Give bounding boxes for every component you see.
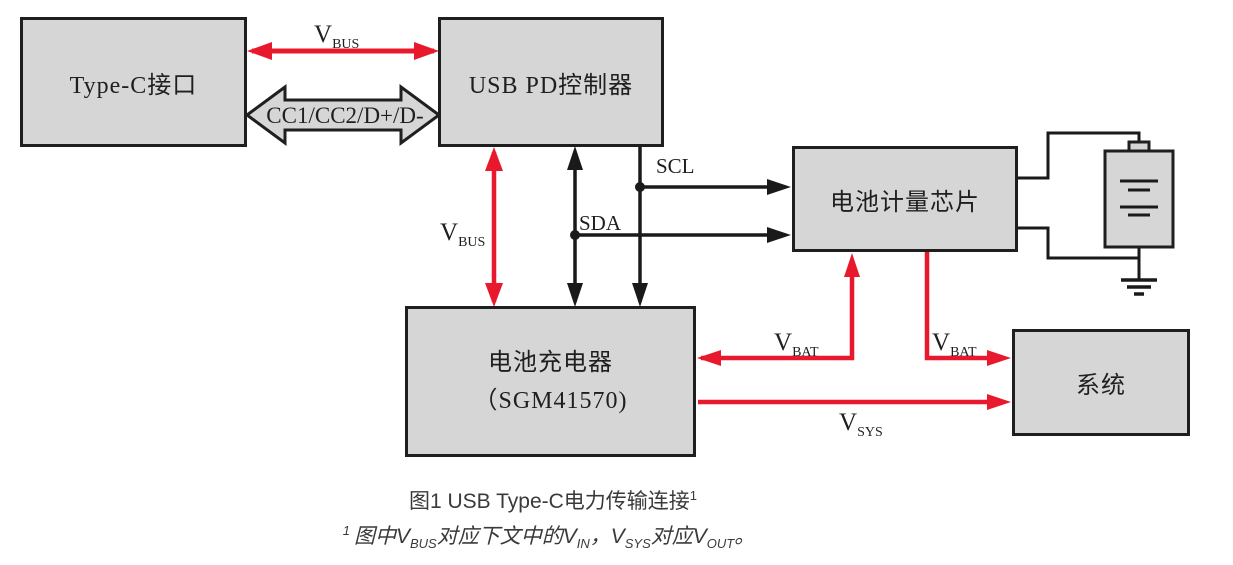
vbus-vertical-label: VBUS [440,219,486,250]
system-label: 系统 [1076,373,1126,399]
footnote-superscript: 1 [342,523,350,538]
sda-vertical-arrow [567,146,583,307]
scl-branch-line [635,179,791,195]
vbat-right-label: VBAT [932,329,977,360]
scl-label: SCL [656,154,695,178]
battery-charger-block: 电池充电器 （SGM41570) [405,306,696,457]
battery-charger-label-line2: （SGM41570) [473,387,628,414]
system-block: 系统 [1012,329,1190,436]
vbat-charger-line [697,253,860,366]
figure-caption: 图1 USB Type-C电力传输连接1 [408,488,698,513]
battery-charger-label-line1: 电池充电器 [488,349,613,376]
vsys-line [698,394,1011,410]
usb-pd-controller-label: USB PD控制器 [468,72,634,99]
vbat-system-line [924,252,1011,366]
vbus-vertical-arrow [485,147,503,307]
typec-port-block: Type-C接口 [20,17,247,147]
vsys-label: VSYS [839,409,883,440]
cc-lines-label: CC1/CC2/D+/D- [266,103,424,128]
vbat-left-label: VBAT [774,329,819,360]
usb-pd-controller-block: USB PD控制器 [438,17,664,147]
caption-superscript: 1 [689,488,698,503]
vbus-top-label: VBUS [314,21,360,52]
ground-icon [1121,278,1157,296]
fuel-gauge-label: 电池计量芯片 [830,189,980,216]
scl-junction-dot [635,182,645,192]
battery-icon [1103,140,1175,249]
scl-vertical-line [632,147,648,307]
battery-wires [1017,131,1141,280]
fuel-gauge-block: 电池计量芯片 [792,146,1018,252]
typec-port-label: Type-C接口 [69,72,198,99]
vbus-horizontal-arrow [247,42,439,60]
sda-branch-line [570,227,791,243]
sda-junction-dot [570,230,580,240]
sda-label: SDA [579,211,622,235]
